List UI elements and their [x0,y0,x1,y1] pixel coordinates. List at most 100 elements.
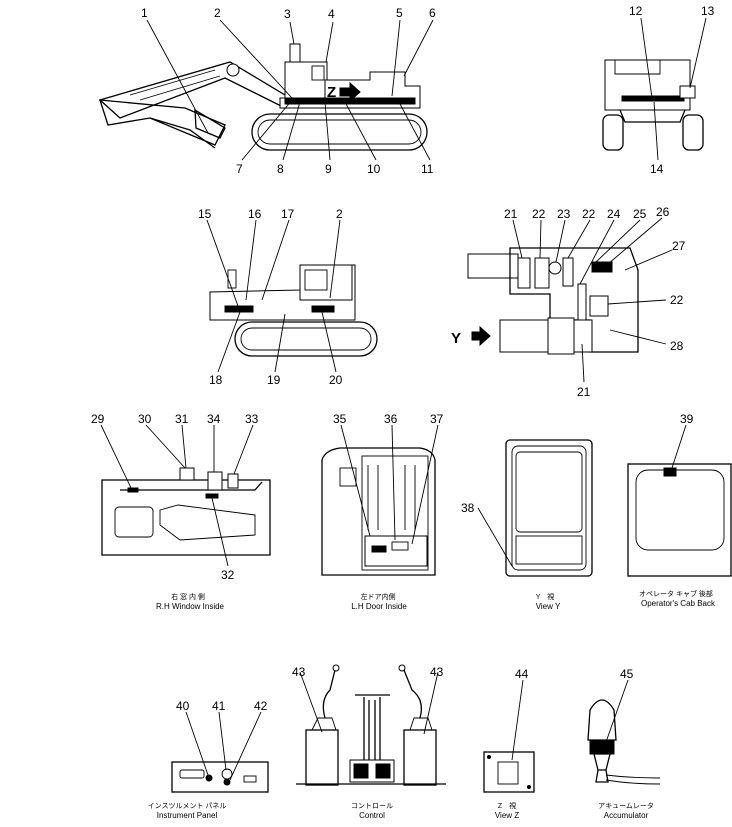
rhw-label-32 [205,493,219,499]
callout-41: 41 [212,699,226,713]
callout-44: 44 [515,667,529,681]
caption-view-z-jp: Z 視 [498,801,516,810]
caption-instrument-panel-jp: インスツルメント パネル [148,802,227,810]
caption-control-jp: コントロール [351,802,393,810]
callout-22a: 22 [532,207,546,221]
tv-cab-seat [547,317,575,355]
tv-cab [499,319,593,353]
ls-plate-b [311,305,335,313]
acc-neck [593,753,611,771]
ctl-grip-left [332,664,340,672]
view4-leaders [512,217,673,383]
ls-track-inner [240,327,372,351]
top-view: Y [451,217,673,383]
track-inner [257,119,422,145]
ls-cab [299,264,353,301]
callout-28: 28 [670,339,684,353]
callout-45: 45 [620,667,634,681]
view6-leaders [340,424,439,545]
boom-line-2 [139,75,221,101]
callout-21: 21 [504,207,518,221]
callout-31: 31 [175,412,189,426]
lhd-window [361,455,429,571]
rh-window-view [100,424,271,567]
callout-11: 11 [421,162,434,176]
callout-26: 26 [656,205,670,219]
ip-panel [171,761,269,793]
lhd-label [371,545,387,553]
callout-12: 12 [629,4,643,18]
ip-dial [221,768,233,780]
rear-light-box [679,85,696,99]
callout-25: 25 [633,207,647,221]
cb-window [635,469,725,551]
callout-34: 34 [207,412,221,426]
rhw-panel-b [159,504,256,541]
lh-door-view [321,424,439,576]
rhw-label-29 [127,487,139,493]
callout-5: 5 [396,6,403,20]
vy-outer [505,439,593,577]
cab-stack [289,43,301,63]
callout-10: 10 [367,162,381,176]
caption-cab-back: Operator's Cab Back [641,599,716,608]
cab-back-view [627,424,732,577]
view5-leaders [100,424,254,567]
callout-8: 8 [277,162,284,176]
ctl-grip-right [398,664,406,672]
callout-30: 30 [138,412,152,426]
caption-accumulator: Accumulator [604,811,649,820]
lhd-rails [367,465,416,530]
callout-36: 36 [384,412,398,426]
bucket [194,108,226,139]
ctl-pedal-pads [353,763,391,779]
callout-24: 24 [607,207,621,221]
z-marker: Z [327,84,336,101]
lhd-outline [321,447,436,576]
acc-leader [605,679,629,743]
callout-35: 35 [333,412,347,426]
cb-label [663,467,677,477]
vz-bolt-2 [527,785,531,789]
view9-leaders [185,711,262,781]
caption-accumulator-jp: アキュームレータ [598,801,654,810]
arm-outline [99,99,226,146]
ls-plate-a [224,305,254,313]
boom-pin [226,63,240,77]
caption-lh-door: L.H Door Inside [351,602,407,611]
ctl-boot-right [409,717,433,731]
callout-numbers: 1 2 3 4 5 6 7 8 9 10 11 12 13 14 15 16 1… [91,4,715,713]
control-view [296,664,446,786]
ctl-travel-levers [355,694,390,765]
view1-leaders [146,19,434,161]
lhd-handle [339,467,357,487]
rear-carbody [619,109,686,123]
ctl-console-right [403,729,437,786]
ctl-console-left [305,729,339,786]
accumulator-view [587,679,661,785]
callout-14: 14 [650,162,664,176]
rear-track-right [682,114,704,151]
tv-box [589,295,609,317]
callout-22c: 22 [670,293,684,307]
tv-block-a [517,257,531,289]
rear-cab-edge [614,60,661,75]
callout-1: 1 [141,6,148,20]
caption-control: Control [359,811,385,820]
vz-plate [483,751,535,793]
callout-32: 32 [221,568,235,582]
excavator-side-view: Z [98,19,434,161]
ip-switch [223,778,231,786]
rear-track-left [602,114,624,151]
y-marker: Y [451,330,461,347]
caption-rh-window: R.H Window Inside [156,602,225,611]
rhw-frame [101,479,271,556]
callout-20: 20 [329,373,343,387]
ctl-boot-left [311,717,337,731]
view-captions: 右 窓 内 側 R.H Window Inside 左ドア内側 L.H Door… [148,589,716,820]
ctl-lever-right [403,669,423,719]
caption-view-y: View Y [536,602,561,611]
callout-39: 39 [680,412,694,426]
ip-slot [243,775,257,783]
rhw-label-31 [179,467,195,481]
